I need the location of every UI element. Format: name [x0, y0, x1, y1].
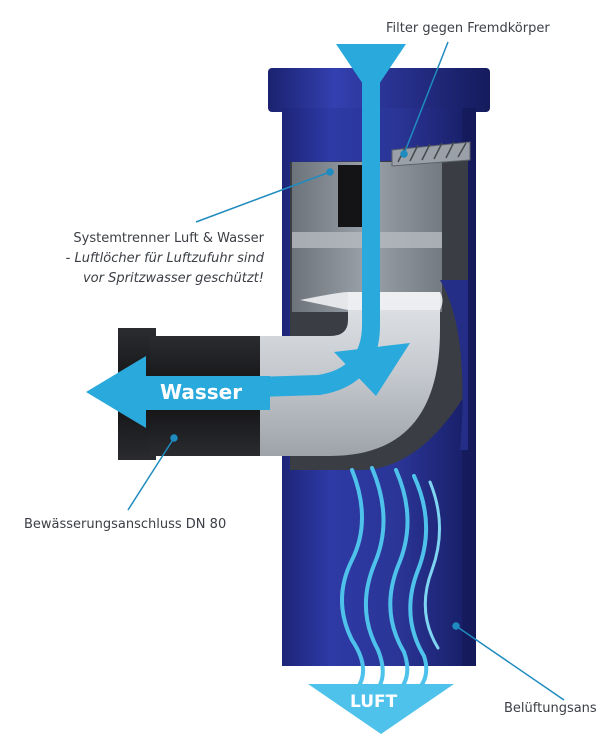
- ventilation-leader-dot: [452, 622, 460, 630]
- leader-lines: [127, 41, 565, 701]
- ventilation-leader: [455, 625, 565, 701]
- irrigation-leader-dot: [170, 434, 178, 442]
- water-arrow-inlet-head: [336, 44, 406, 96]
- air-flow-waves: [340, 466, 441, 697]
- irrigation-label: Bewässerungsanschluss DN 80: [24, 517, 227, 532]
- water-label: Wasser: [160, 380, 243, 404]
- separator-leader-dot: [326, 168, 334, 176]
- air-wave-5: [423, 480, 441, 650]
- ventilation-label: Belüftungsans: [504, 701, 597, 716]
- irrigation-leader: [127, 437, 175, 511]
- separator-label-line1: Systemtrenner Luft & Wasser: [73, 231, 264, 246]
- filter-label: Filter gegen Fremdkörper: [386, 21, 550, 36]
- filter-leader-dot: [400, 150, 408, 158]
- air-wave-4: [408, 474, 429, 697]
- filter-leader: [403, 41, 449, 155]
- water-arrow-outlet-head: [86, 356, 146, 428]
- water-arrow-outlet-shaft: [140, 376, 270, 410]
- air-label: LUFT: [350, 692, 398, 712]
- separator-label-line3: vor Spritzwasser geschützt!: [82, 271, 264, 286]
- water-flow-arrow: [86, 44, 410, 428]
- air-arrow-head: [308, 684, 454, 734]
- air-wave-2: [364, 466, 386, 697]
- separator-leader: [195, 171, 331, 223]
- water-arrow-elbow-head: [334, 343, 410, 396]
- separator-label-line2: - Luftlöcher für Luftzufuhr sind: [65, 251, 264, 266]
- inner-blue-shade: [440, 280, 468, 450]
- air-wave-1: [340, 468, 365, 692]
- air-wave-3: [388, 468, 410, 697]
